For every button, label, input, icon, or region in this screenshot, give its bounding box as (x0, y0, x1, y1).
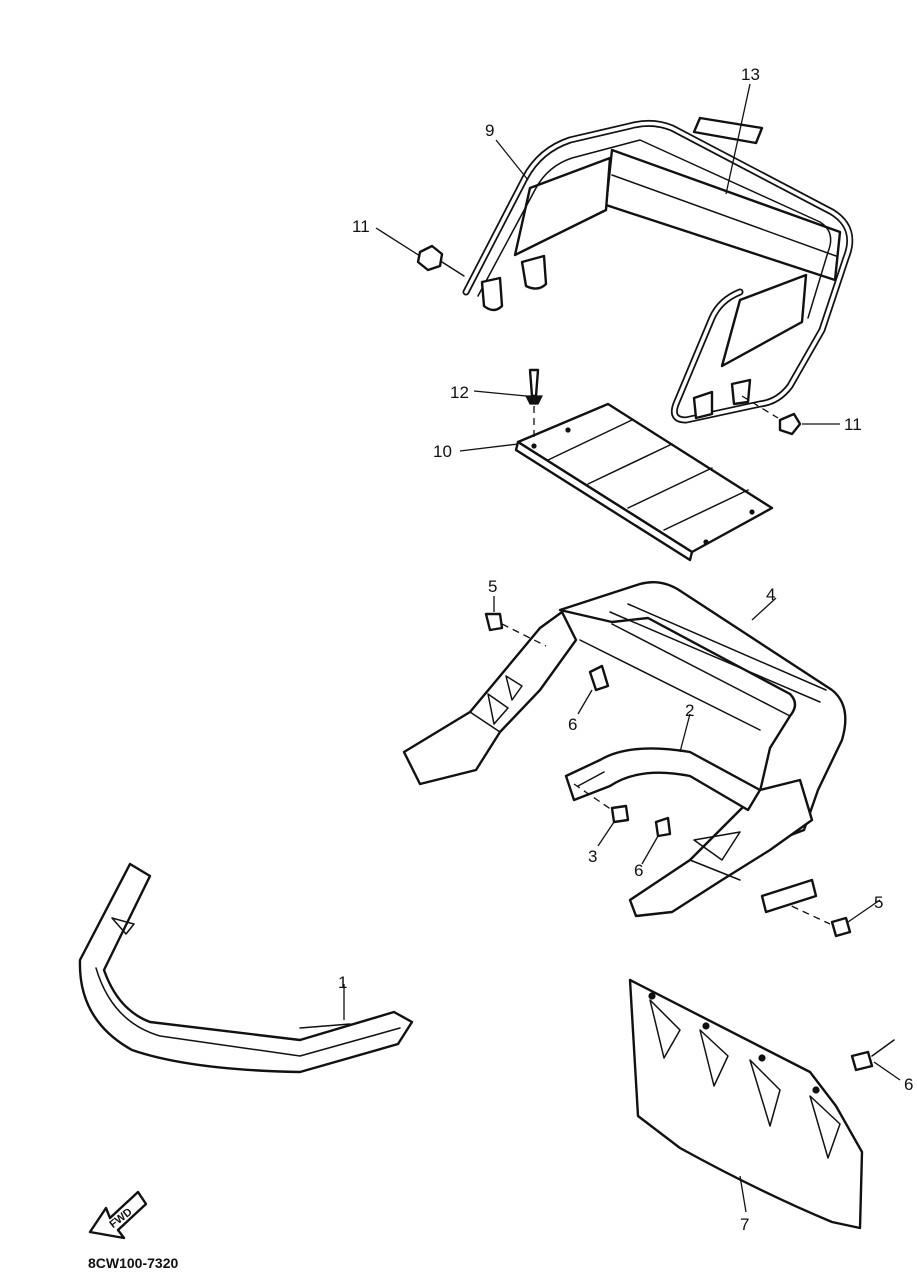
part-2-brace (564, 747, 762, 812)
callout-9: 9 (485, 121, 494, 140)
bolt-5-lower (769, 895, 852, 938)
part-7-mud-flap (628, 978, 864, 1230)
callout-11-left: 11 (352, 217, 370, 236)
bolt-11-left (416, 244, 465, 277)
callout-2: 2 (685, 701, 694, 720)
callout-5-lower: 5 (874, 893, 883, 912)
drawing-code: 8CW100-7320 (88, 1255, 178, 1271)
bracket-5-lower (760, 878, 818, 914)
callout-7: 7 (740, 1215, 749, 1234)
part-10-plate (514, 402, 774, 562)
fwd-arrow-icon: FWD (88, 1190, 148, 1240)
callout-6-lower: 6 (634, 861, 643, 880)
nut-6-upper (588, 664, 610, 692)
callout-12: 12 (450, 383, 469, 402)
callout-1: 1 (338, 973, 347, 992)
callout-13: 13 (741, 65, 760, 84)
bolt-11-right (741, 395, 802, 436)
callout-3: 3 (588, 847, 597, 866)
part-1-front-guard (78, 862, 414, 1074)
callout-6-upper: 6 (568, 715, 577, 734)
bolt-5-upper (484, 612, 547, 647)
nut-6-lower (654, 816, 672, 838)
callout-10: 10 (433, 442, 452, 461)
callout-5-upper: 5 (488, 577, 497, 596)
callout-4: 4 (766, 585, 775, 604)
callout-11-right: 11 (844, 415, 862, 434)
part-4-rear-frame (402, 581, 847, 918)
part-12-rivet (525, 368, 543, 440)
part-9-rear-carrier (462, 119, 854, 424)
screw-8 (850, 1039, 895, 1072)
part-13-label (692, 116, 764, 145)
bolt-3 (573, 783, 630, 824)
callout-6-right: 6 (904, 1075, 913, 1094)
